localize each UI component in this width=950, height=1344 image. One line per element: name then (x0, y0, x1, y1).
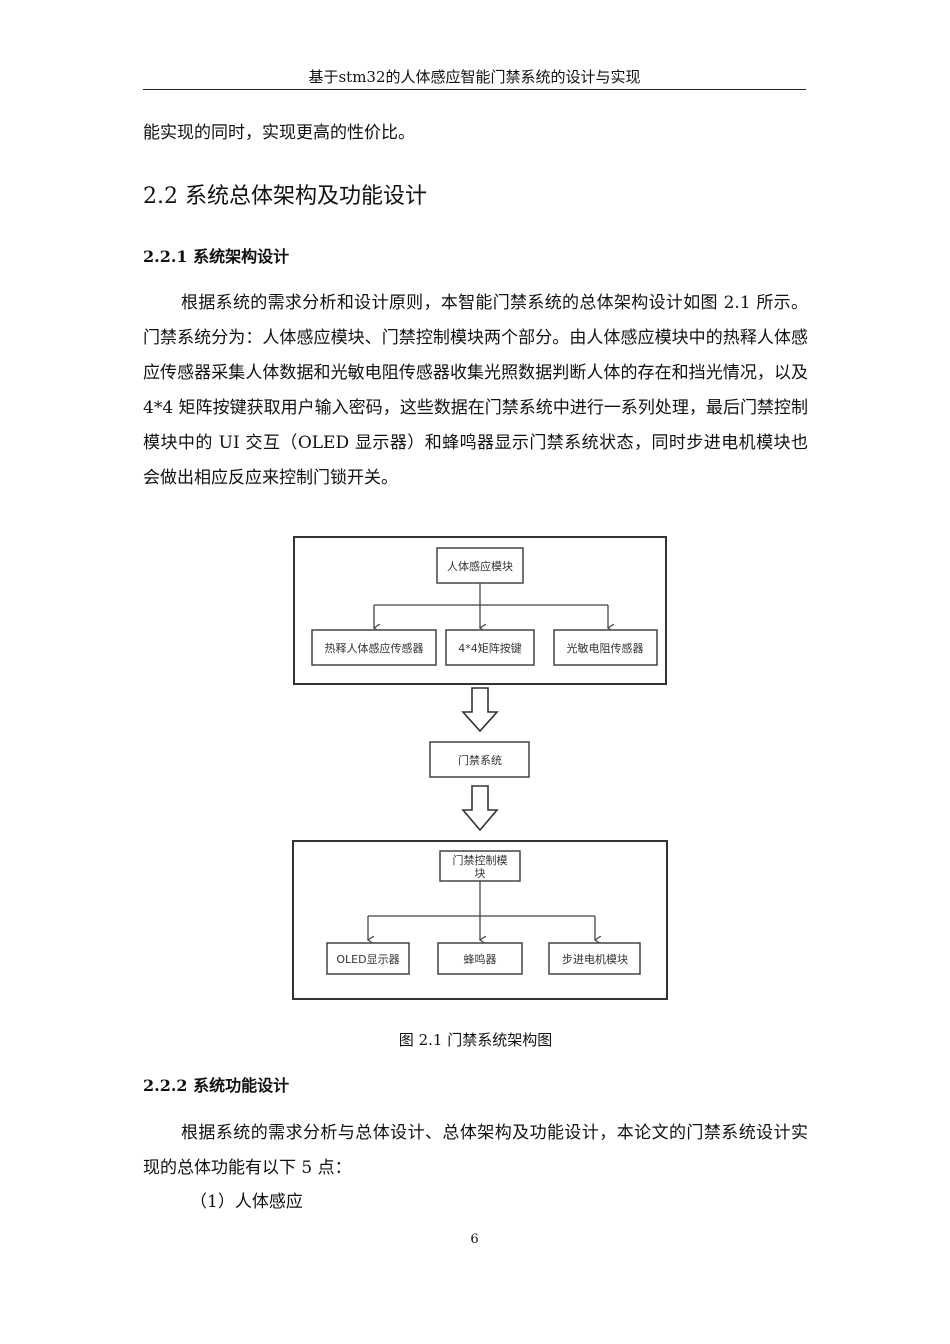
section-heading: 2.2 系统总体架构及功能设计 (143, 184, 427, 209)
control-module-label-line2: 块 (475, 867, 486, 880)
pir-sensor-box (311, 629, 437, 666)
access-system-label: 门禁系统 (458, 753, 502, 767)
access-system-box (429, 741, 530, 778)
function-paragraph: 根据系统的需求分析与总体设计、总体架构及功能设计，本论文的门禁系统设计实现的总体… (143, 1123, 808, 1178)
flow-arrow-1 (461, 687, 499, 733)
architecture-diagram: 人体感应模块 热释人体感应传感器 4*4矩阵按键 光敏电阻传感器 门禁系统 门禁… (292, 536, 668, 1000)
flow-arrow-2 (461, 785, 499, 832)
human-sensing-module-label: 人体感应模块 (447, 559, 513, 573)
sensing-container (293, 536, 667, 685)
subsection-heading-1: 2.2.1 系统架构设计 (143, 247, 290, 266)
running-header: 基于stm32的人体感应智能门禁系统的设计与实现 (308, 68, 641, 86)
subsection-heading-2: 2.2.2 系统功能设计 (143, 1076, 290, 1095)
oled-box (326, 942, 410, 975)
figure-caption: 图 2.1 门禁系统架构图 (398, 1031, 553, 1049)
ldr-sensor-label: 光敏电阻传感器 (567, 641, 644, 655)
intro-paragraph: 能实现的同时，实现更高的性价比。 (143, 123, 415, 143)
list-item-1: （1）人体感应 (190, 1192, 303, 1212)
buzzer-box (437, 942, 523, 975)
architecture-paragraph: 根据系统的需求分析和设计原则，本智能门禁系统的总体架构设计如图 2.1 所示。门… (143, 293, 808, 488)
buzzer-label: 蜂鸣器 (464, 952, 497, 966)
stepper-box (548, 942, 641, 975)
keypad-box (445, 629, 535, 666)
keypad-label: 4*4矩阵按键 (458, 641, 522, 655)
control-container (292, 840, 668, 1000)
control-module-label-line1: 门禁控制模 (453, 853, 508, 867)
pir-sensor-label: 热释人体感应传感器 (325, 641, 424, 655)
page-number: 6 (470, 1232, 479, 1247)
oled-label: OLED显示器 (336, 953, 399, 966)
stepper-label: 步进电机模块 (562, 952, 628, 966)
header-rule (143, 89, 806, 90)
ldr-sensor-box (553, 629, 658, 666)
